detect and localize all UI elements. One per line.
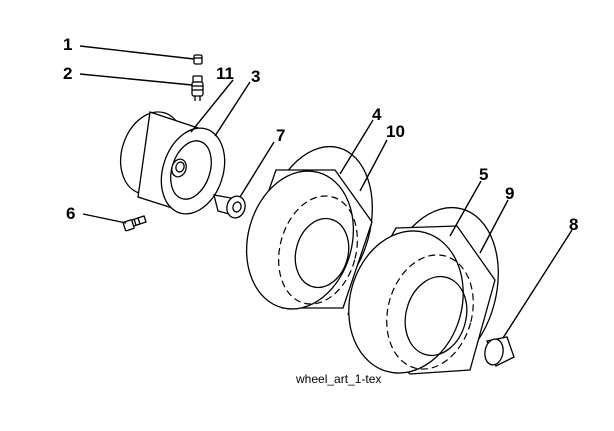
wheel-rim-part — [120, 111, 226, 215]
callout-6: 6 — [66, 204, 75, 223]
valve-cap-part — [193, 54, 203, 65]
callout-11: 11 — [216, 64, 234, 83]
tire-front-part — [245, 145, 373, 310]
callout-10: 10 — [386, 122, 405, 141]
valve-stem-part — [191, 75, 204, 101]
figure-caption: wheel_art_1-tex — [295, 372, 381, 386]
callout-5: 5 — [479, 165, 488, 184]
hub-cap-part — [484, 336, 515, 367]
callout-8: 8 — [569, 215, 578, 234]
callout-1: 1 — [63, 35, 72, 54]
callout-4: 4 — [372, 105, 382, 124]
flanged-bushing-part — [213, 194, 246, 219]
lug-bolt-part — [122, 215, 147, 232]
callout-2: 2 — [63, 64, 72, 83]
callout-7: 7 — [276, 126, 285, 145]
callout-9: 9 — [505, 184, 514, 203]
leader-lines — [79, 45, 573, 339]
callout-3: 3 — [251, 67, 260, 86]
tire-rear-part — [347, 206, 499, 375]
